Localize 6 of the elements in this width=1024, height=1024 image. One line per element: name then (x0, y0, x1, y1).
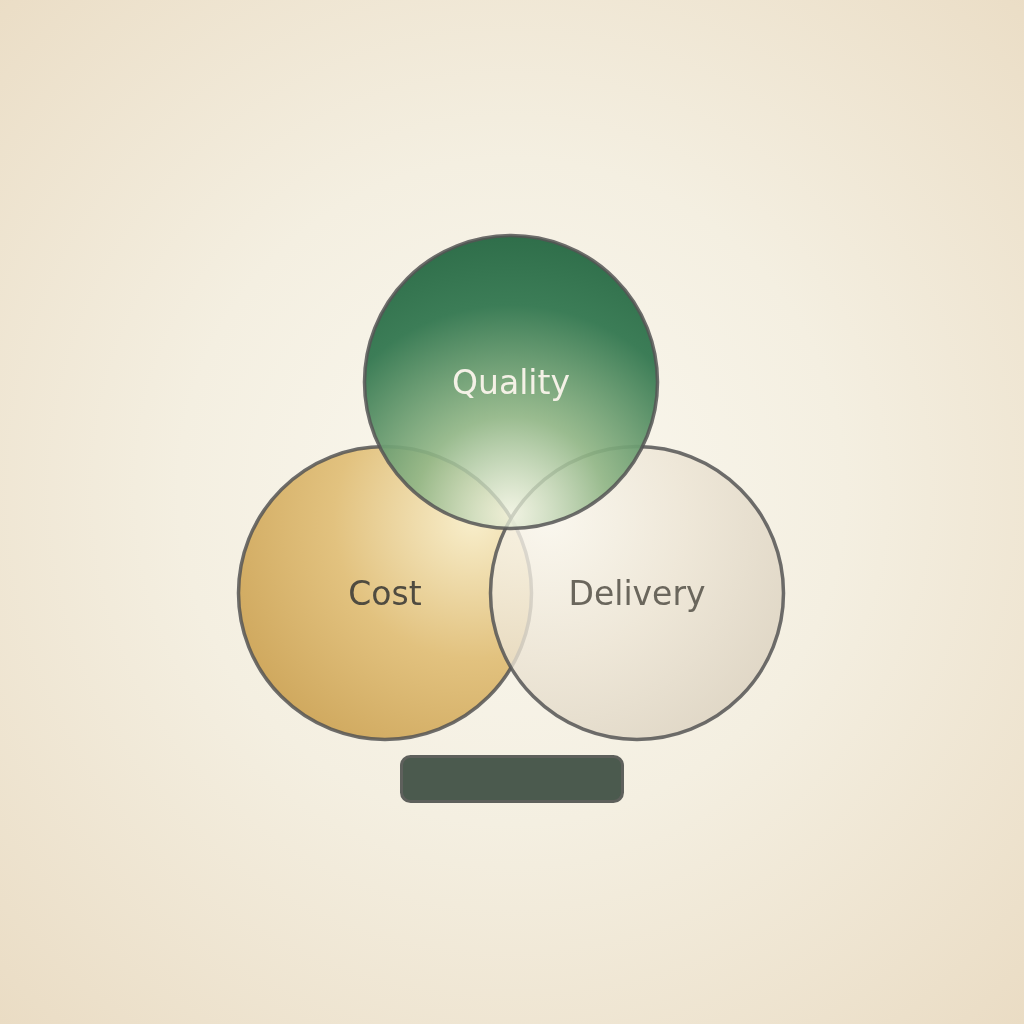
circle-label: Cost (348, 573, 422, 613)
venn-circle (489, 445, 785, 741)
circle-label: Quality (452, 362, 570, 402)
bar (400, 755, 624, 803)
circle-label: Delivery (568, 573, 706, 613)
venn-circle (363, 234, 659, 530)
